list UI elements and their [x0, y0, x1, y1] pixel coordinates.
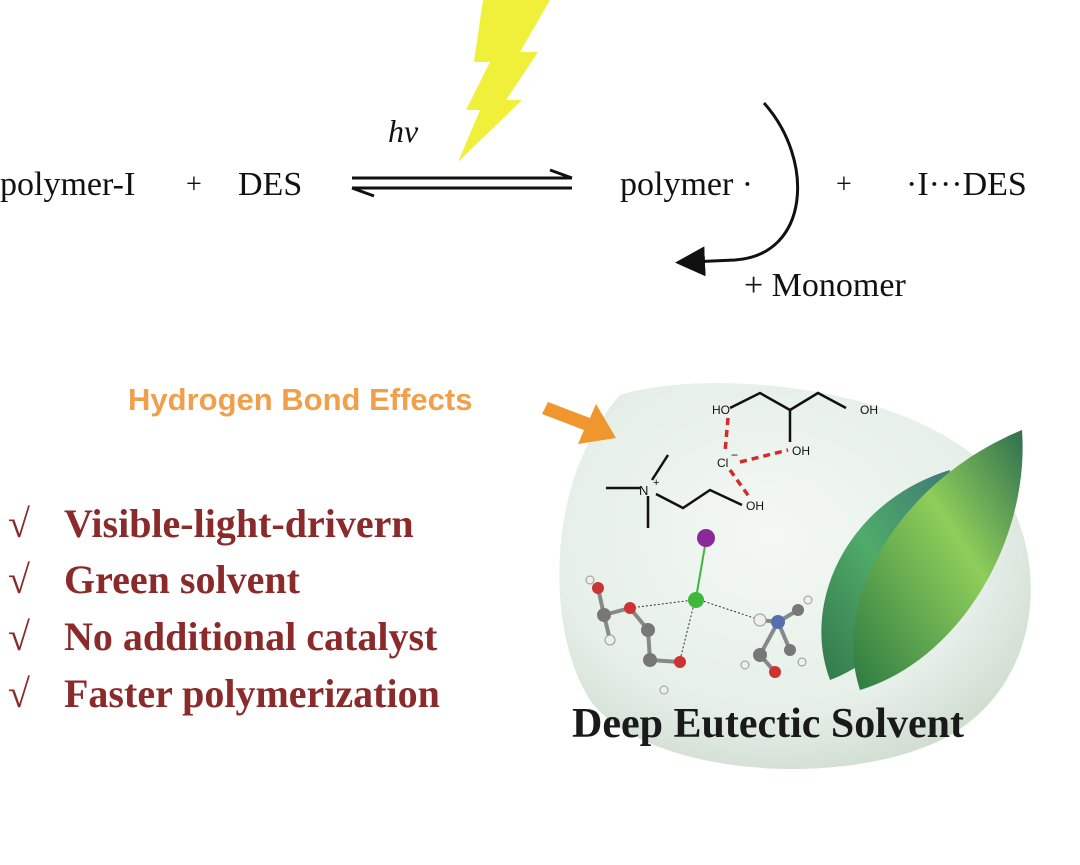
choline-structure — [606, 454, 743, 528]
propagation-arrow-icon — [675, 102, 800, 277]
lightning-bolt-icon — [458, 0, 550, 162]
reactant-polymer-i: polymer-I — [0, 166, 135, 203]
nitrogen-charge: + — [653, 477, 659, 489]
feature-item: Visible-light-drivern — [64, 501, 414, 546]
orange-arrow-icon — [542, 402, 616, 444]
check-icon: √ — [8, 501, 30, 546]
oh-label: OH — [792, 444, 810, 458]
ho-label: HO — [712, 403, 730, 417]
des-bubble — [559, 383, 1031, 770]
feature-item: Green solvent — [64, 557, 301, 602]
chloride-label: Cl — [717, 456, 728, 470]
light-label: hv — [388, 113, 419, 149]
monomer-label: + Monomer — [744, 267, 906, 304]
feature-list: √ Visible-light-drivern √ Green solvent … — [8, 501, 440, 716]
nitrogen-label: N — [639, 483, 648, 498]
hydrogen-bond-dashes — [723, 417, 789, 500]
equilibrium-arrow — [351, 168, 573, 198]
plus-sign: + — [186, 169, 202, 200]
reactant-des: DES — [238, 166, 302, 203]
check-icon: √ — [8, 671, 30, 716]
glycerol-structure — [729, 391, 847, 442]
check-icon: √ — [8, 557, 30, 602]
oh-label: OH — [860, 403, 878, 417]
hydrogen-bond-label: Hydrogen Bond Effects — [128, 382, 472, 417]
product-iodine-des: ·I···DES — [906, 166, 1027, 203]
bubble-title: Deep Eutectic Solvent — [572, 701, 964, 747]
product-polymer-radical: polymer · — [620, 166, 753, 203]
chloride-charge: − — [731, 448, 738, 462]
plus-sign: + — [836, 169, 852, 200]
oh-label: OH — [746, 499, 764, 513]
leaf-icon — [853, 430, 1023, 690]
check-icon: √ — [8, 614, 30, 659]
feature-item: Faster polymerization — [64, 671, 440, 716]
ball-and-stick-model — [585, 529, 813, 695]
feature-item: No additional catalyst — [64, 614, 438, 659]
